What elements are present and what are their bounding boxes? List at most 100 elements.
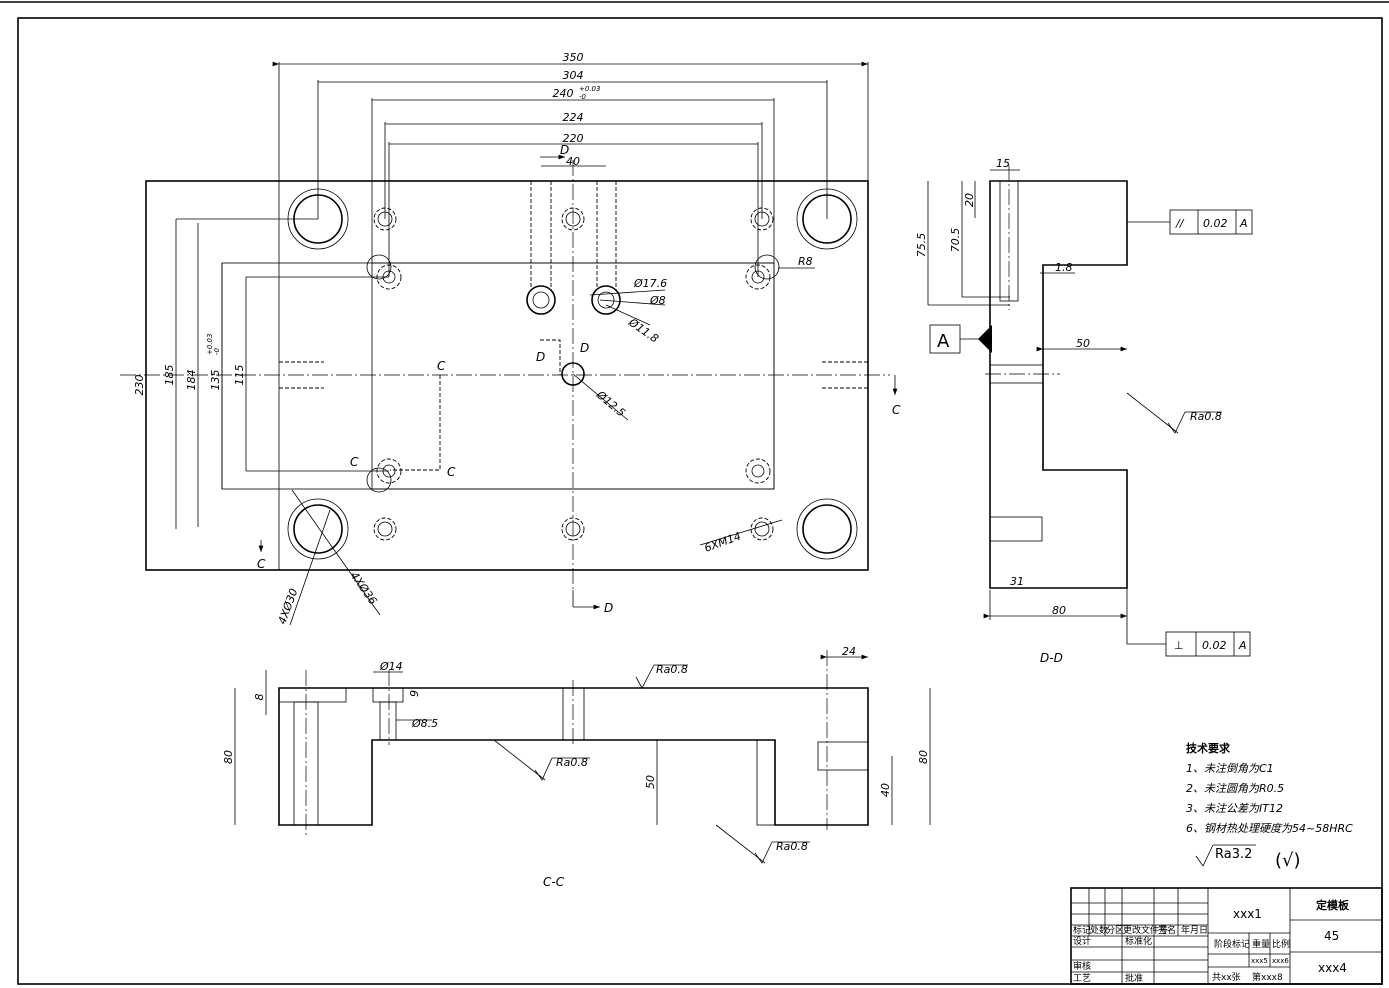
note-1: 1、未注倒角为C1	[1186, 762, 1274, 775]
notes-title: 技术要求	[1186, 741, 1231, 755]
section-c-right: C	[892, 403, 901, 417]
svg-text:签名: 签名	[1158, 924, 1176, 936]
svg-text:A: A	[1238, 639, 1247, 652]
note-3: 3、未注公差为IT12	[1186, 802, 1283, 815]
svg-text:xxx5: xxx5	[1251, 957, 1268, 965]
cc-roughness-inner: Ra0.8	[556, 756, 588, 769]
title-block: 标记 处数 分区 更改文件号 签名 年月日 设计 标准化 审核 工艺 批准 阶段…	[1070, 887, 1383, 985]
dd-dim-31: 31	[1010, 575, 1024, 588]
dd-section-view: 15 20 75.5 70.5 1.8 50 31 80 Ra0.8 A //	[915, 157, 1253, 665]
drawing-code: xxx4	[1318, 961, 1347, 975]
dd-dim-20: 20	[963, 193, 976, 207]
section-d-mid: D	[536, 350, 545, 364]
svg-text:审核: 审核	[1073, 960, 1091, 972]
sheet-border	[17, 17, 1383, 985]
dim-350: 350	[563, 51, 584, 64]
svg-text:更改文件号: 更改文件号	[1123, 924, 1168, 936]
svg-text:工艺: 工艺	[1073, 973, 1091, 984]
tol-240-upper: +0.03	[579, 85, 600, 93]
dim-230: 230	[133, 375, 146, 396]
svg-text:设计: 设计	[1073, 935, 1091, 947]
thread-6xm14: 6XM14	[703, 530, 743, 555]
dim-115: 115	[233, 365, 246, 386]
dd-dim-80: 80	[1052, 604, 1066, 617]
dim-304: 304	[563, 69, 584, 82]
svg-text:A: A	[1239, 217, 1248, 230]
horizontal-dims: 350 304 240 +0.03 -0 224 220 40	[272, 51, 869, 570]
radius-r8: R8	[798, 255, 813, 268]
corner-holes	[287, 188, 858, 560]
dim-184: 184	[185, 370, 198, 391]
svg-text:阶段标记: 阶段标记	[1214, 938, 1250, 950]
dd-dim-50: 50	[1076, 337, 1090, 350]
svg-text://: //	[1175, 217, 1185, 230]
cc-roughness-bottom: Ra0.8	[776, 840, 808, 853]
plate-outline	[145, 180, 869, 571]
tol-240-lower: -0	[579, 93, 587, 101]
hole-8: Ø8	[649, 294, 666, 307]
svg-text:0.02: 0.02	[1202, 639, 1227, 652]
cc-dim-14: Ø14	[379, 660, 403, 673]
inner-pocket	[221, 262, 775, 490]
cc-dim-80-right: 80	[917, 750, 930, 764]
note-6: 6、钢材热处理硬度为54~58HRC	[1186, 822, 1353, 835]
cc-dim-80-left: 80	[222, 750, 235, 764]
drawing-number: xxx1	[1233, 907, 1262, 921]
svg-text:年月日: 年月日	[1181, 924, 1208, 936]
dim-135: 135	[209, 370, 222, 391]
tol-135-upper: +0.03	[206, 334, 214, 355]
cc-dim-9: 9	[408, 690, 421, 697]
section-d-mid2: D	[580, 341, 589, 355]
dim-240: 240	[553, 87, 574, 100]
hole-12-5: Ø12.5	[593, 388, 628, 420]
svg-text:第xxx8: 第xxx8	[1252, 971, 1283, 983]
cc-view-label: C-C	[543, 875, 565, 889]
svg-text:标记: 标记	[1073, 924, 1091, 936]
dim-220: 220	[563, 132, 584, 145]
dim-40: 40	[566, 155, 580, 168]
datum-a: A	[937, 331, 950, 352]
plan-view: 350 304 240 +0.03 -0 224 220 40 230 185	[120, 51, 901, 626]
dd-dim-1-8: 1.8	[1055, 261, 1073, 274]
svg-text:共xx张: 共xx张	[1212, 972, 1241, 983]
cc-dim-50: 50	[644, 775, 657, 789]
note-2: 2、未注圆角为R0.5	[1186, 782, 1284, 795]
section-d-bottom: D	[604, 601, 613, 615]
dd-roughness: Ra0.8	[1190, 410, 1222, 423]
cc-dim-8-5: Ø8.5	[411, 717, 438, 730]
svg-text:0.02: 0.02	[1203, 217, 1228, 230]
dd-dim-70-5: 70.5	[949, 228, 962, 253]
cc-roughness-top: Ra0.8	[656, 663, 688, 676]
hole-17-6: Ø17.6	[633, 277, 667, 290]
section-c-mid: C	[437, 359, 446, 373]
tolerance-frame-perp: ⊥ 0.02 A	[1126, 588, 1251, 657]
vertical-dims: 230 185 184 135 +0.03 -0 115	[133, 181, 389, 570]
section-c-low: C	[447, 465, 456, 479]
svg-text:批准: 批准	[1125, 972, 1143, 984]
cc-dim-40: 40	[879, 783, 892, 797]
callout-4x36: 4XØ36	[348, 569, 380, 607]
tol-135-lower: -0	[213, 347, 221, 355]
svg-text:比例: 比例	[1272, 938, 1290, 950]
tolerance-frame-parallel: // 0.02 A	[1127, 209, 1253, 235]
dd-view-label: D-D	[1040, 651, 1063, 665]
svg-text:分区: 分区	[1106, 925, 1124, 936]
svg-text:处数: 处数	[1090, 924, 1108, 936]
cc-dim-24: 24	[842, 645, 856, 658]
hole-11-8: Ø11.8	[625, 315, 660, 345]
material: 45	[1324, 929, 1339, 943]
section-d-top: D	[560, 143, 569, 157]
dd-dim-75-5: 75.5	[915, 233, 928, 258]
general-roughness: Ra3.2	[1215, 847, 1252, 862]
cc-section-view: Ø14 9 Ø8.5 8 80 50 40 80 24 Ra0.8 Ra0.8 …	[222, 645, 931, 889]
svg-text:xxx6: xxx6	[1272, 957, 1289, 965]
svg-text:重量: 重量	[1252, 938, 1270, 950]
cc-dim-8: 8	[253, 694, 266, 701]
svg-text:标准化: 标准化	[1125, 935, 1152, 947]
dim-224: 224	[563, 111, 584, 124]
section-c-left: C	[257, 557, 266, 571]
part-name: 定模板	[1316, 898, 1350, 912]
svg-text:⊥: ⊥	[1174, 639, 1184, 652]
dd-dim-15: 15	[996, 157, 1010, 170]
